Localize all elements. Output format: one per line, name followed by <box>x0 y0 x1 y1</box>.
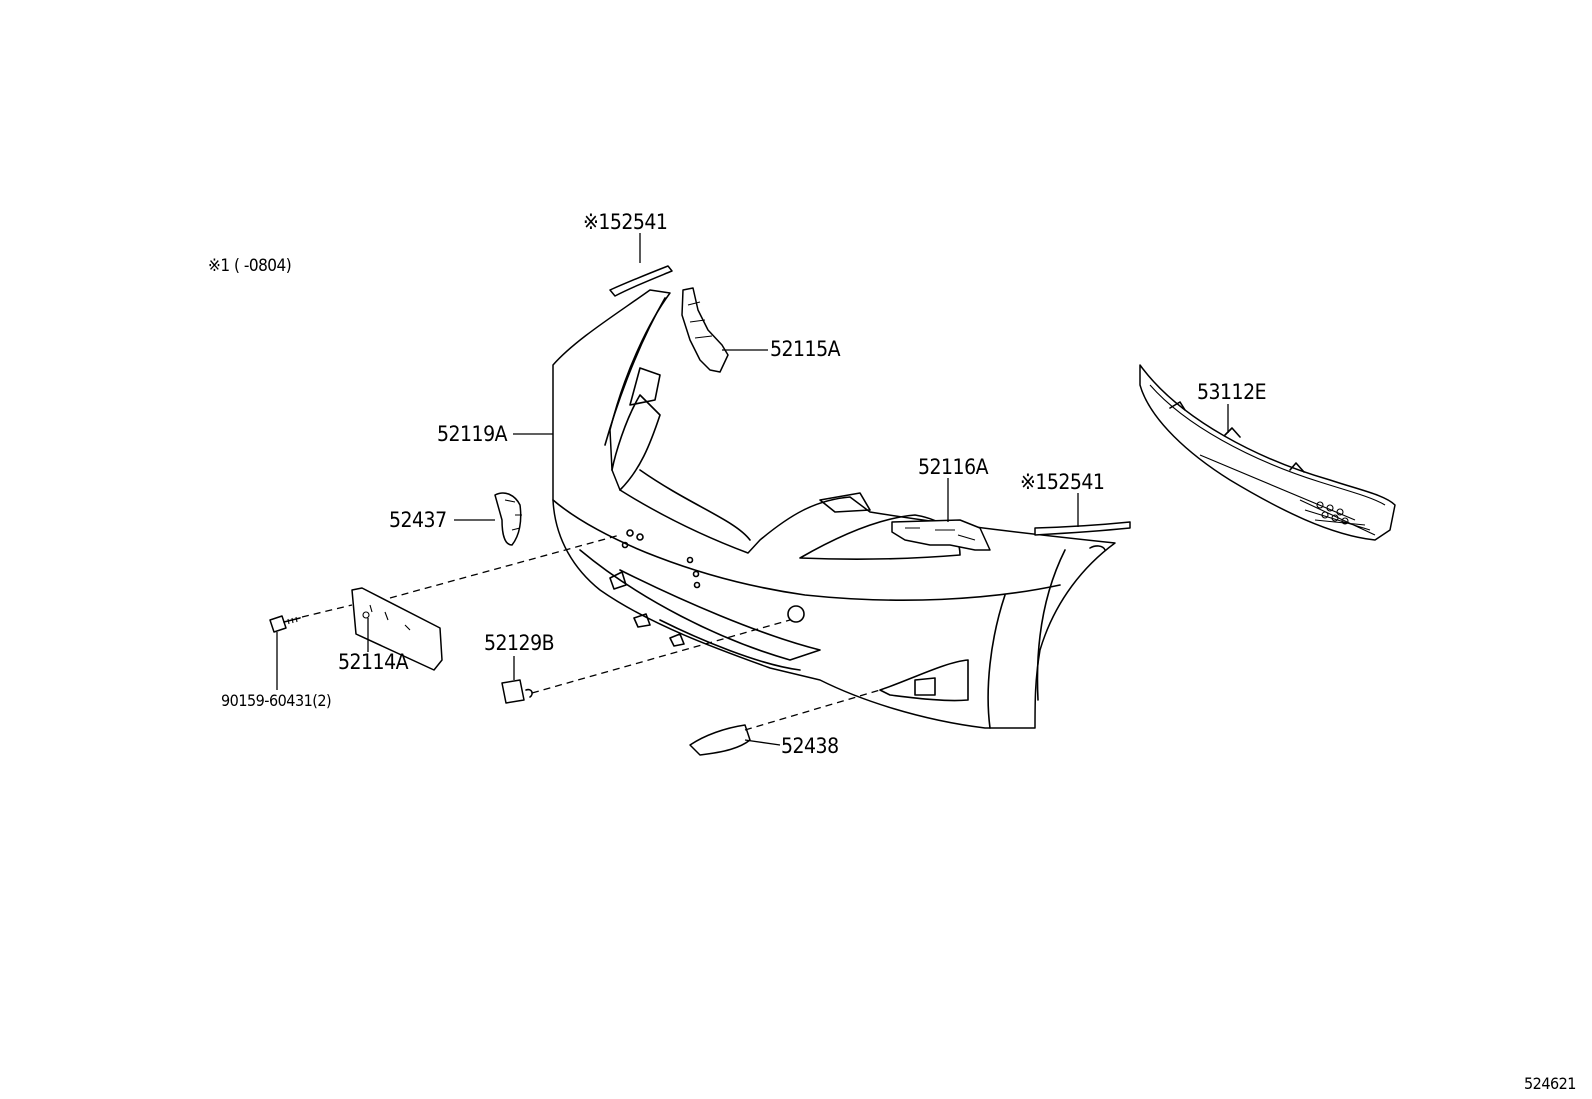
note-range: ( -0804) <box>234 256 292 276</box>
label-52129B[interactable]: 52129B <box>484 631 555 655</box>
molding-52541-top[interactable] <box>609 265 673 297</box>
bracket-52114A[interactable] <box>351 587 443 671</box>
bolt-90159-60431[interactable] <box>269 615 301 633</box>
cover-52437[interactable] <box>494 492 522 546</box>
label-52119A[interactable]: 52119A <box>437 422 508 446</box>
cover-52438[interactable] <box>689 724 751 756</box>
label-52115A[interactable]: 52115A <box>770 337 841 361</box>
leader-lines <box>276 233 1229 746</box>
label-52116A[interactable]: 52116A <box>918 455 989 479</box>
label-52437[interactable]: 52437 <box>389 508 447 532</box>
bumper-cover-52119A[interactable] <box>552 289 1116 729</box>
grille-53112E[interactable] <box>1139 364 1396 541</box>
label-90159-60431[interactable]: 90159-60431(2) <box>221 691 332 710</box>
label-53112E[interactable]: 53112E <box>1197 380 1267 404</box>
retainer-52115A[interactable] <box>681 287 729 373</box>
cap-52129B[interactable] <box>501 679 533 704</box>
note-mark: ※1 <box>208 256 230 276</box>
diagram-id: 524621 <box>1524 1074 1576 1093</box>
label-52438[interactable]: 52438 <box>781 734 839 758</box>
molding-52541-mid[interactable] <box>1034 521 1131 536</box>
label-52541-top[interactable]: ※152541 <box>583 210 668 234</box>
label-52114A[interactable]: 52114A <box>338 650 409 674</box>
label-52541-mid[interactable]: ※152541 <box>1020 470 1105 494</box>
assembly-lines <box>301 534 881 731</box>
retainer-52116A[interactable] <box>891 519 991 551</box>
